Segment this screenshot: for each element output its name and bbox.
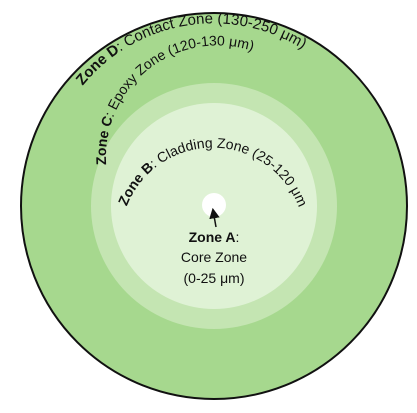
zone-a-name: Zone A [189, 229, 236, 245]
core-arrow [209, 207, 220, 228]
zone-a-line3: (0-25 μm) [184, 270, 245, 286]
zone-a-label: Zone A: [189, 229, 240, 245]
zone-a-line2: Core Zone [181, 249, 247, 265]
zone-a-sep: : [236, 229, 240, 245]
zone-a-core [202, 193, 226, 217]
